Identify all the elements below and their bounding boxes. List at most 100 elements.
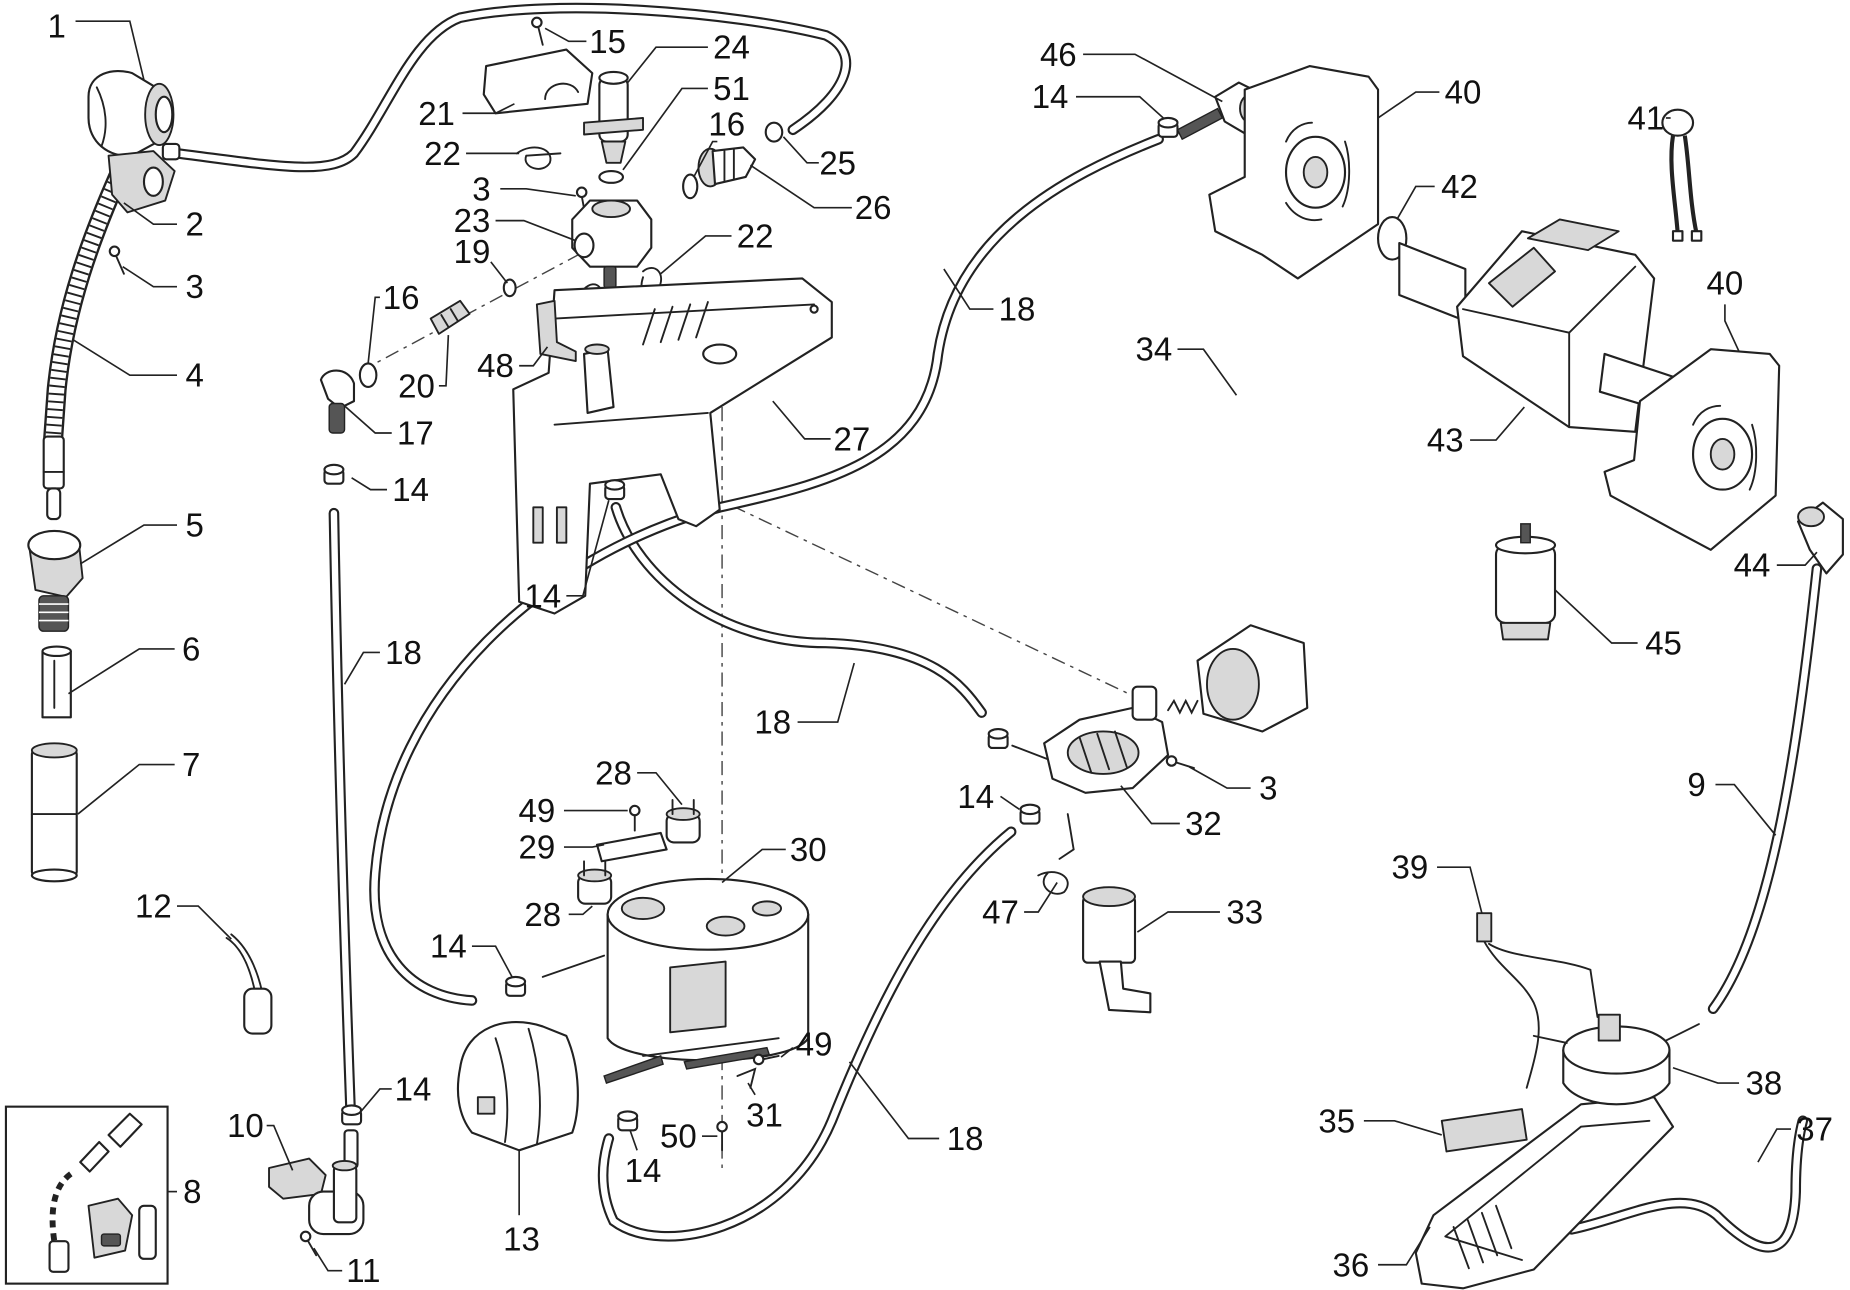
leader-line <box>177 905 232 940</box>
callout-number: 8 <box>183 1173 201 1210</box>
part-32-solenoid-valve <box>1011 685 1170 794</box>
fitting-ribs <box>440 308 459 328</box>
hose-outline <box>1707 563 1823 1015</box>
fuse-terminal-2 <box>1690 230 1703 242</box>
leader-line <box>780 1047 794 1058</box>
screw-head <box>108 245 121 258</box>
bracket-hole <box>1709 437 1736 471</box>
boiler-bottom-flange <box>642 1037 780 1057</box>
part-31-clip <box>736 1067 757 1089</box>
callout-40: 49 <box>780 1026 832 1063</box>
flowmeter-outlet <box>1664 1023 1700 1042</box>
callout-36: 29 <box>518 829 605 866</box>
boiler-heater-leg-1 <box>603 1055 664 1084</box>
bracket-post-top <box>584 343 610 355</box>
callout-number: 19 <box>454 233 491 270</box>
callout-number: 36 <box>1333 1246 1370 1283</box>
leader-line <box>848 1061 940 1140</box>
callout-number: 43 <box>1427 422 1464 459</box>
cartridge-top <box>598 70 629 85</box>
inset-dashed-hose <box>49 1171 73 1242</box>
callout-35: 49 <box>518 792 628 829</box>
pump-housing <box>1456 230 1656 433</box>
block-top-port <box>591 199 631 219</box>
sleeve-body <box>41 650 72 719</box>
callout-64: 35 <box>1318 1102 1442 1139</box>
callout-number: 14 <box>430 928 467 965</box>
leader-line <box>563 843 605 848</box>
callout-15: 17 <box>343 405 434 451</box>
bracket-slot-1 <box>532 506 544 544</box>
bracket-hole <box>809 304 819 314</box>
bracket-fins <box>642 301 709 346</box>
leader-line <box>1776 551 1818 566</box>
callout-number: 16 <box>383 279 420 316</box>
part-23-valve-block <box>571 199 653 289</box>
bracket-top-edge <box>553 303 816 426</box>
callout-number: 46 <box>1040 36 1077 73</box>
pump-terminal-block <box>1526 218 1620 252</box>
boiler-window <box>669 960 727 1034</box>
leader-line <box>123 202 178 225</box>
bracket-body <box>1603 348 1781 551</box>
boiler-port-3 <box>751 900 783 917</box>
callout-59: 44 <box>1734 547 1818 584</box>
callout-number: 3 <box>472 170 490 207</box>
inset-pin <box>107 1112 143 1148</box>
pump-housing-edge <box>1462 265 1637 429</box>
callout-number: 30 <box>790 831 827 868</box>
callout-52: 47 <box>982 882 1058 930</box>
callout-5: 6 <box>68 630 200 695</box>
callout-number: 31 <box>746 1096 783 1133</box>
callout-number: 11 <box>346 1252 380 1289</box>
knob-spring-coils <box>38 603 69 622</box>
valve-ribs <box>1078 730 1128 774</box>
screw-head <box>531 16 543 29</box>
callout-number: 38 <box>1745 1065 1782 1102</box>
callout-56: 41 <box>1627 99 1671 136</box>
leader-line <box>1000 795 1020 811</box>
callout-number: 41 <box>1627 99 1664 136</box>
leader-line <box>782 136 819 164</box>
fitting-ribs <box>723 148 735 182</box>
leader-line <box>772 400 831 440</box>
part-35-tray <box>1414 1096 1675 1290</box>
callout-number: 18 <box>385 634 422 671</box>
callout-43: 14 <box>625 1129 661 1189</box>
valve-cylinder <box>332 1164 358 1224</box>
callout-51: 32 <box>1120 785 1222 842</box>
part-7-nozzle <box>30 742 78 883</box>
callout-41: 31 <box>746 1082 783 1133</box>
part-34-actuator <box>1167 624 1309 733</box>
callout-number: 22 <box>737 217 774 254</box>
part-15-screw <box>531 16 544 46</box>
clip-wire <box>515 146 562 170</box>
leader-line <box>566 500 610 597</box>
leader-line <box>747 1082 756 1096</box>
part-11-screw <box>299 1230 318 1257</box>
hose-top-loop <box>171 2 852 173</box>
part-22-clip-upper <box>515 146 562 170</box>
tray-label-strip <box>1440 1108 1528 1153</box>
callout-21: 22 <box>424 135 520 172</box>
callout-54: 40 <box>1377 74 1481 119</box>
callout-44: 18 <box>848 1061 983 1157</box>
block-outlet-barb <box>603 265 617 289</box>
callout-7: 8 <box>167 1173 202 1210</box>
hose-core <box>600 828 1015 1240</box>
callout-number: 39 <box>1392 849 1429 886</box>
callout-19: 23 <box>454 202 577 242</box>
cover-ribs <box>494 1027 541 1146</box>
clamp-top <box>617 1110 639 1122</box>
leader-line <box>500 187 576 197</box>
clip-body <box>595 831 668 863</box>
callout-6: 7 <box>77 746 200 815</box>
callout-number: 40 <box>1707 265 1744 302</box>
assembly-axis-lines <box>359 235 1139 1174</box>
valve-cylinder-top <box>331 1159 358 1172</box>
fitting-body <box>429 299 471 335</box>
leader-line <box>544 27 587 43</box>
callout-31: 27 <box>772 400 870 457</box>
capacitor-body <box>243 987 273 1035</box>
inset-sleeve <box>79 1140 110 1173</box>
